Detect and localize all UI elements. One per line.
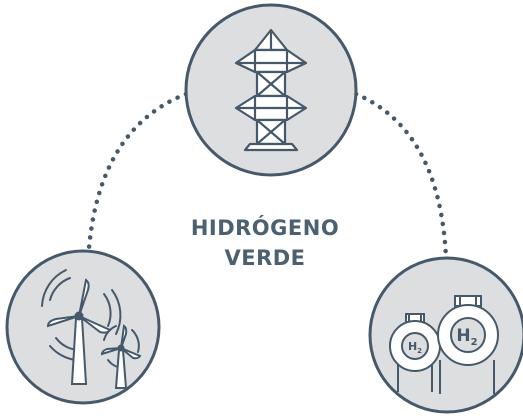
renewables-node	[5, 249, 161, 405]
connector-right-arc	[353, 91, 449, 261]
title-line-1: HIDRÓGENO	[190, 216, 340, 240]
storage-node: H2 H2	[368, 256, 523, 414]
small-tank-label: H2	[408, 340, 422, 355]
title-line-2: VERDE	[224, 246, 306, 270]
transmission-node	[184, 3, 358, 177]
hydrogen-tanks-icon	[389, 295, 499, 394]
power-tower-icon	[234, 28, 308, 152]
wind-turbines-icon	[41, 269, 142, 389]
large-tank-label: H2	[456, 326, 477, 348]
